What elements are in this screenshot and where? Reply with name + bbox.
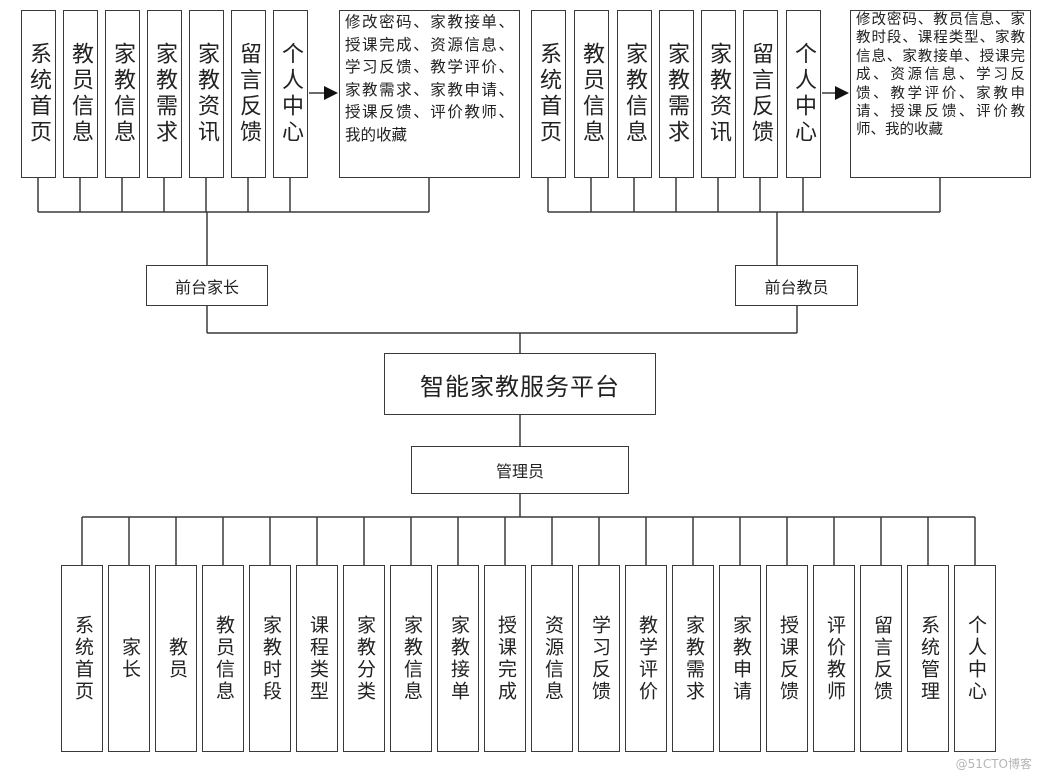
parent-center-detail-text: 修改密码、家教接单、授课完成、资源信息、学习反馈、教学评价、家教需求、家教申请、… [345, 13, 514, 144]
parent-module-tutoring-news: 家教资讯 [189, 10, 224, 178]
tutor-frontend-node: 前台教员 [735, 265, 858, 306]
admin-module-order-accept: 家教接单 [437, 565, 479, 752]
admin-module-home: 系统首页 [61, 565, 103, 752]
tutor-module-home: 系统首页 [531, 10, 566, 178]
admin-module-message-feedback: 留言反馈 [860, 565, 902, 752]
tutor-module-tutoring-demand: 家教需求 [659, 10, 694, 178]
tutor-module-personal-center: 个人中心 [786, 10, 821, 178]
tutor-module-tutoring-info: 家教信息 [617, 10, 652, 178]
admin-module-tutoring-info: 家教信息 [390, 565, 432, 752]
admin-module-system-manage: 系统管理 [907, 565, 949, 752]
admin-module-tutoring-apply: 家教申请 [719, 565, 761, 752]
admin-module-resource-info: 资源信息 [531, 565, 573, 752]
admin-module-study-feedback: 学习反馈 [578, 565, 620, 752]
admin-module-personal-center: 个人中心 [954, 565, 996, 752]
admin-module-teaching-eval: 教学评价 [625, 565, 667, 752]
admin-module-lesson-feedback: 授课反馈 [766, 565, 808, 752]
parent-module-personal-center: 个人中心 [273, 10, 308, 178]
admin-module-course-type: 课程类型 [296, 565, 338, 752]
admin-module-time-slot: 家教时段 [249, 565, 291, 752]
admin-module-tutoring-demand: 家教需求 [672, 565, 714, 752]
admin-module-tutor-info: 教员信息 [202, 565, 244, 752]
parent-module-tutoring-demand: 家教需求 [147, 10, 182, 178]
tutor-module-tutor-info: 教员信息 [574, 10, 609, 178]
watermark: @51CTO博客 [955, 757, 1032, 771]
platform-root-node: 智能家教服务平台 [384, 353, 656, 415]
parent-center-arrow-head [324, 86, 338, 100]
parent-module-tutor-info: 教员信息 [63, 10, 98, 178]
parent-frontend-node: 前台家长 [146, 265, 268, 306]
tutor-center-detail: 修改密码、教员信息、家教时段、课程类型、家教信息、家教接单、授课完成、资源信息、… [850, 10, 1031, 178]
admin-module-tutor: 教员 [155, 565, 197, 752]
parent-module-tutoring-info: 家教信息 [105, 10, 140, 178]
tutor-module-feedback: 留言反馈 [743, 10, 778, 178]
admin-module-rate-teacher: 评价教师 [813, 565, 855, 752]
admin-node: 管理员 [411, 446, 629, 494]
tutor-module-tutoring-news: 家教资讯 [701, 10, 736, 178]
parent-center-detail: 修改密码、家教接单、授课完成、资源信息、学习反馈、教学评价、家教需求、家教申请、… [339, 10, 520, 178]
admin-module-lesson-complete: 授课完成 [484, 565, 526, 752]
admin-module-parent: 家长 [108, 565, 150, 752]
tutor-center-detail-text: 修改密码、教员信息、家教时段、课程类型、家教信息、家教接单、授课完成、资源信息、… [856, 12, 1025, 139]
parent-module-home: 系统首页 [21, 10, 56, 178]
admin-module-tutoring-category: 家教分类 [343, 565, 385, 752]
tutor-center-arrow-head [835, 86, 849, 100]
parent-module-feedback: 留言反馈 [231, 10, 266, 178]
